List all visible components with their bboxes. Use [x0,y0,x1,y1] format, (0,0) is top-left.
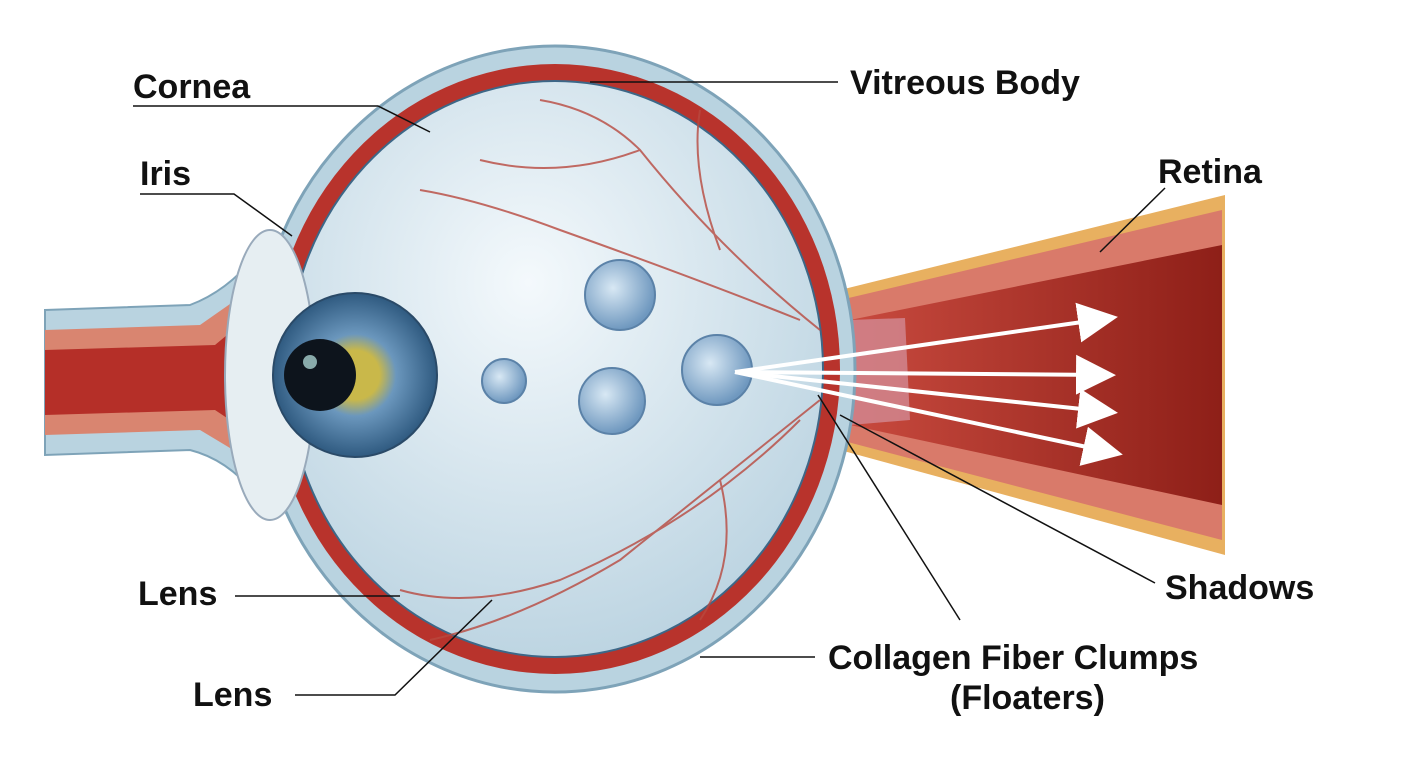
label-collagen: Collagen Fiber Clumps [828,639,1199,677]
label-cornea: Cornea [133,68,251,106]
label-shadows: Shadows [1165,569,1315,607]
label-lens-lower: Lens [193,676,273,714]
floater [481,358,527,404]
floaters [481,259,753,435]
pupil [284,339,356,411]
label-floaters: (Floaters) [950,679,1105,717]
floater [584,259,656,331]
light-arrows [734,302,1123,466]
arrow [734,302,1118,374]
blood-vessels [399,99,821,641]
lens-iris [224,229,438,521]
leader-lines [133,81,1166,696]
arrow [734,354,1116,395]
arrow [734,370,1118,429]
label-vitreous-body: Vitreous Body [850,64,1080,102]
left-tissue [44,247,261,503]
floater [578,367,646,435]
eyeball [253,44,857,694]
label-lens-upper: Lens [138,575,218,613]
label-iris: Iris [140,155,192,193]
label-retina: Retina [1158,153,1262,191]
arrow [734,370,1123,466]
